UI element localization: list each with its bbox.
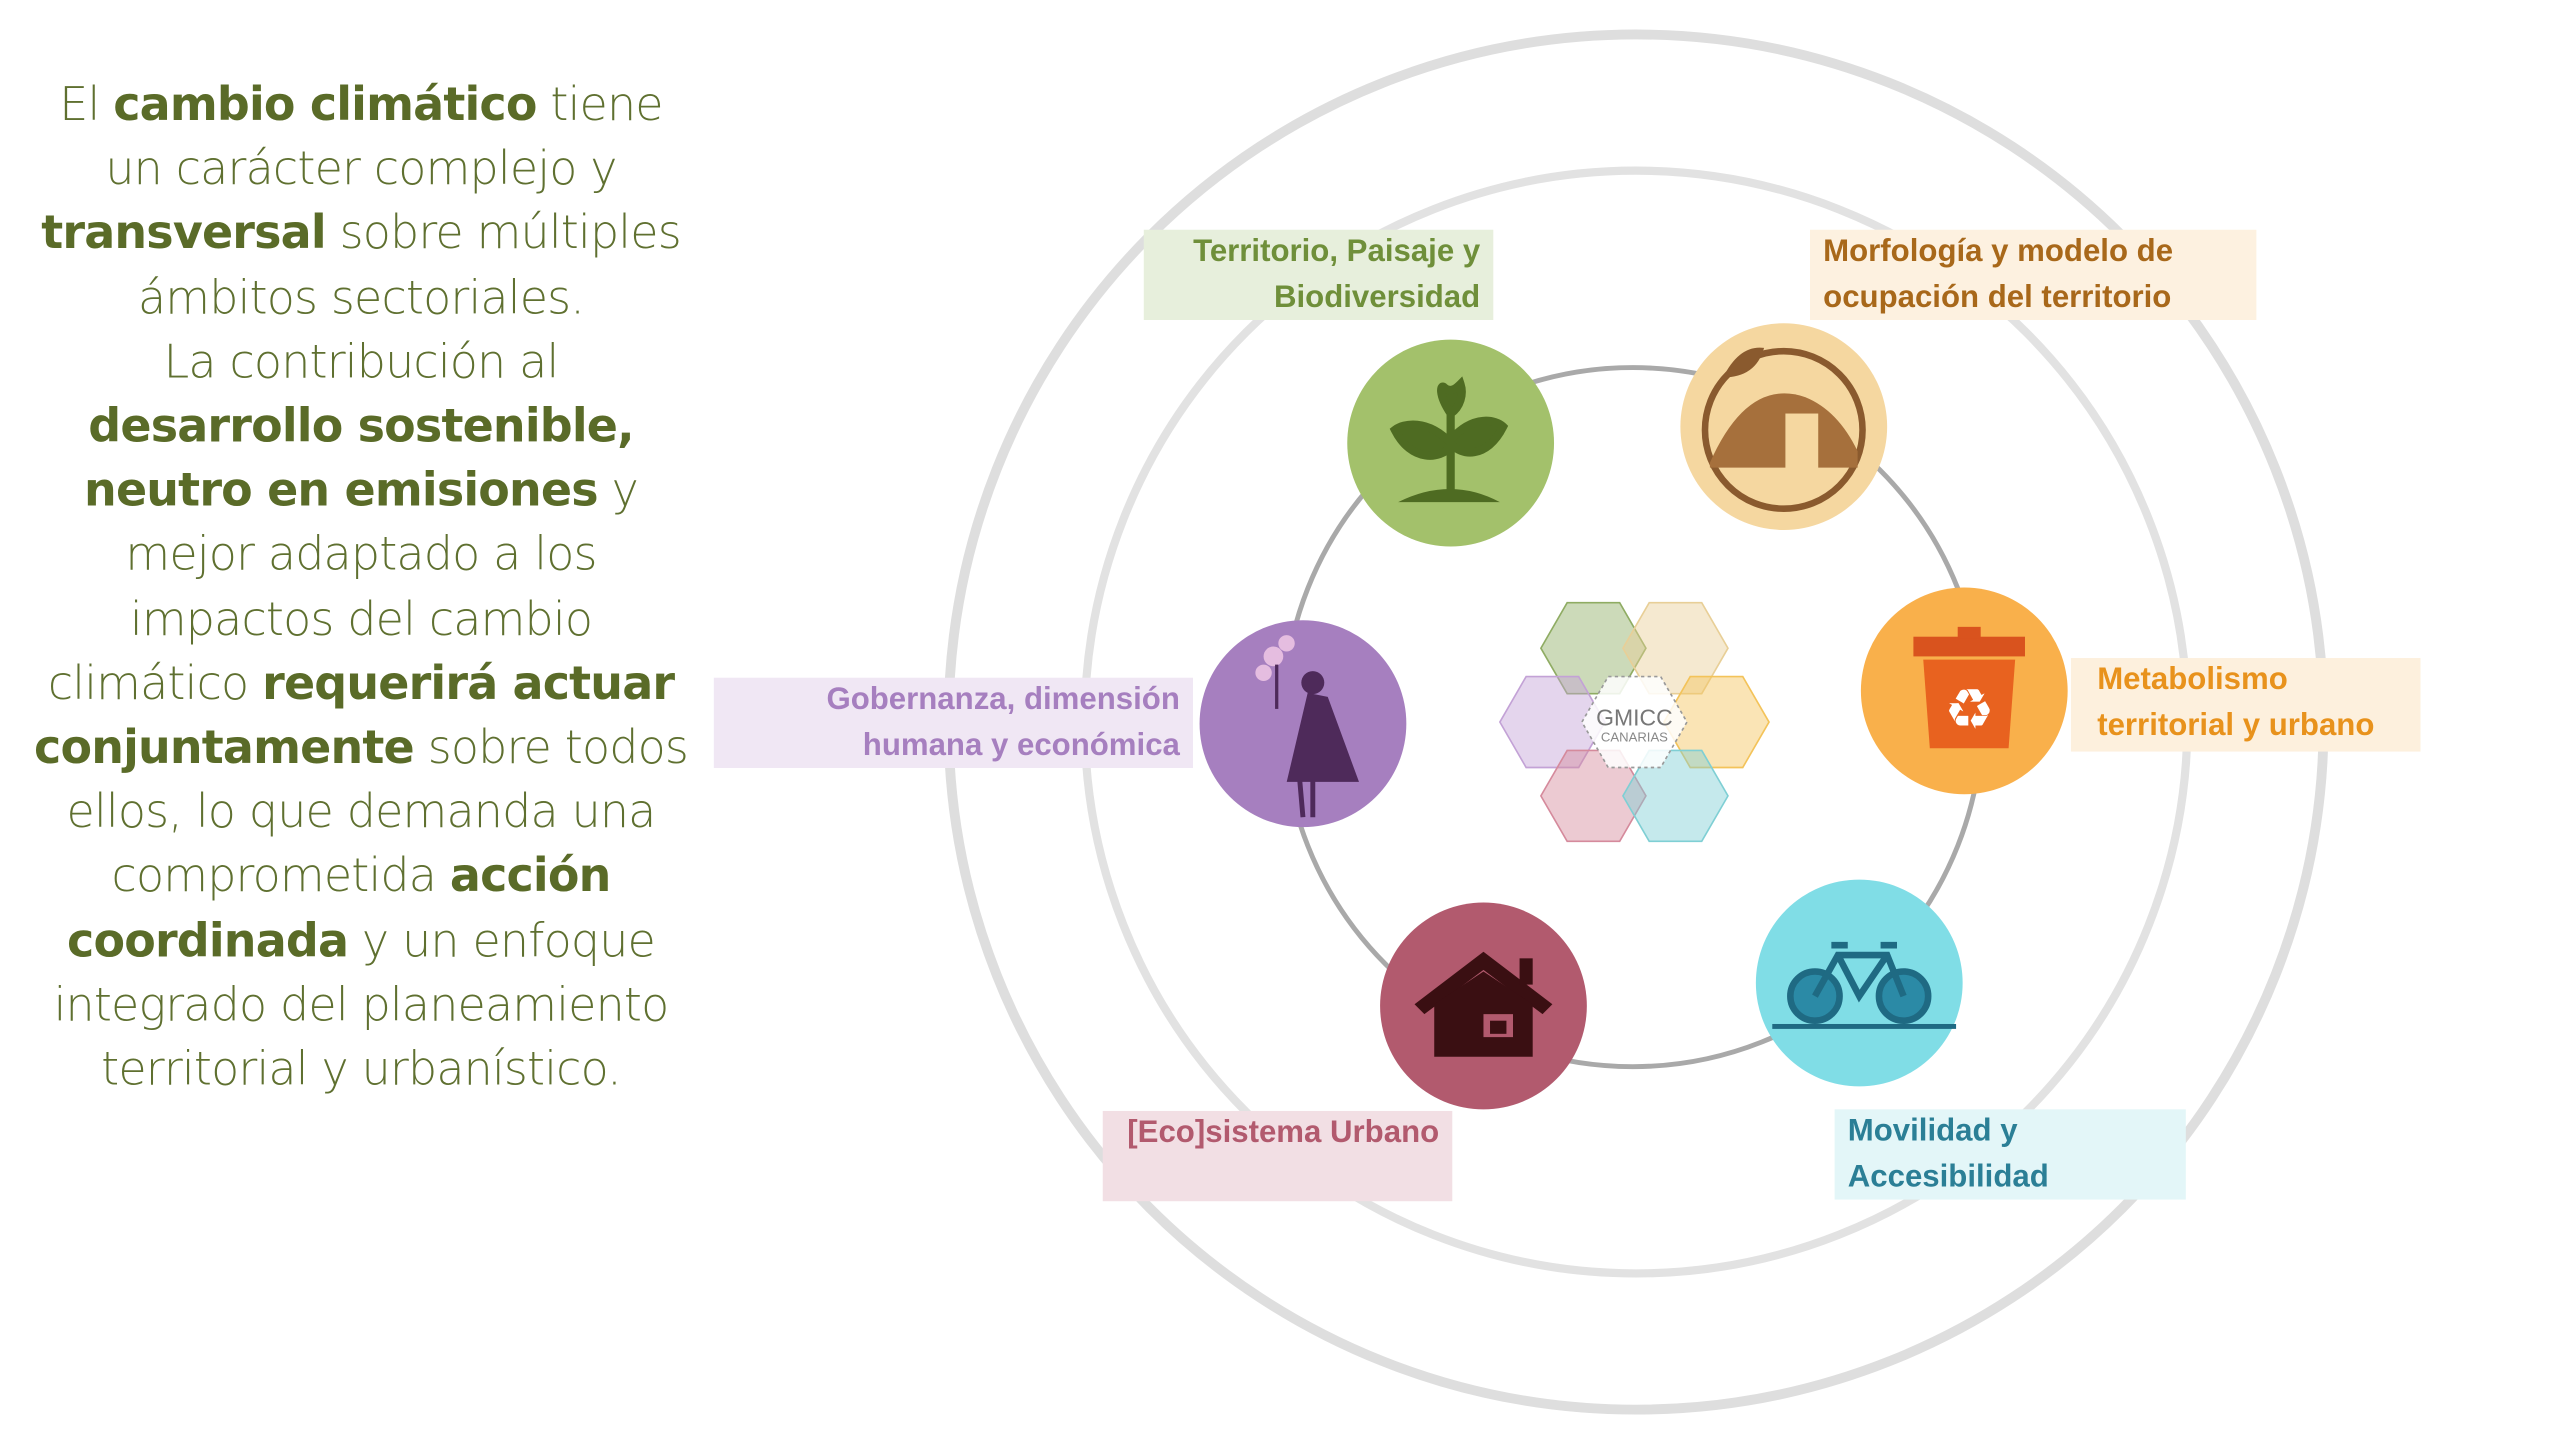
house-icon [1380, 902, 1587, 1110]
body-text: El [59, 77, 114, 132]
label-ecosistema: [Eco]sistema Urbano [1102, 1110, 1453, 1202]
intro-paragraph: El cambio climático tiene un carácter co… [33, 72, 689, 1101]
label-metabolismo: Metabolismo territorial y urbano [2070, 658, 2421, 752]
gmicc-logo [1498, 601, 1770, 843]
emphasis-text: desarrollo sostenible, neutro en emision… [84, 398, 635, 518]
body-text: La contribución al [163, 334, 560, 389]
emphasis-text: transversal [41, 205, 326, 260]
logo-hexagon [1622, 749, 1729, 843]
label-morfologia: Morfología y modelo de ocupación del ter… [1810, 229, 2257, 320]
logo-title: GMICC [1596, 704, 1673, 730]
body-text: sobre todos ellos, lo que demanda una co… [66, 720, 689, 904]
body-text: y un enfoque integrado del planeamiento … [53, 913, 670, 1097]
logo-subtitle: CANARIAS [1601, 730, 1668, 745]
label-movilidad: Movilidad y Accesibilidad [1834, 1109, 2186, 1200]
logo-hexagon [1622, 601, 1729, 695]
emphasis-text: acción coordinada [67, 849, 611, 968]
emphasis-text: cambio climático [113, 77, 537, 132]
emphasis-text: requerirá actuar conjuntamente [34, 656, 675, 775]
svg-text:♻: ♻ [1944, 678, 1994, 743]
landscape-building-icon [1680, 323, 1888, 531]
label-territorio: Territorio, Paisaje y Biodiversidad [1143, 229, 1494, 320]
logo-hexagon [1580, 675, 1688, 769]
body-text: tiene un carácter complejo y [105, 77, 663, 196]
logo-hexagon [1498, 675, 1606, 769]
person-flower-icon [1199, 620, 1407, 828]
bicycle-icon [1755, 879, 1963, 1087]
body-text: sobre múltiples ámbitos sectoriales. [137, 205, 682, 325]
label-gobernanza: Gobernanza, dimensión humana y económica [713, 677, 1194, 768]
body-text: y mejor adaptado a los impactos del camb… [47, 463, 639, 711]
plant-icon [1347, 339, 1555, 547]
recycle-bin-icon: ♻ [1860, 587, 2068, 795]
